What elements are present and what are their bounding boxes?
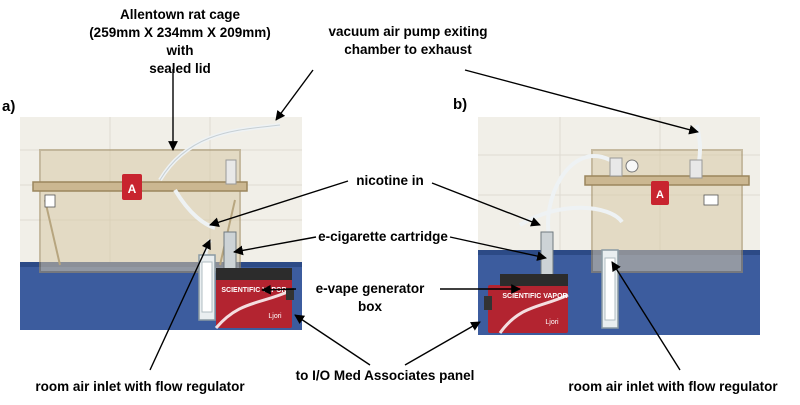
arrow-inlet-left <box>149 239 211 371</box>
vapor-brand-a: SCIENTIFIC VAPOR <box>221 287 286 294</box>
label-io-panel: to I/O Med Associates panel <box>295 368 475 383</box>
panel-label-a: a) <box>2 98 16 115</box>
arrow-generator <box>261 284 297 295</box>
vapor-maker-b: Ljori <box>545 319 559 326</box>
annotation-arrows <box>149 69 699 371</box>
vapor-box-b: SCIENTIFIC VAPOR Ljori <box>484 274 569 334</box>
flow-regulator-a <box>198 254 216 321</box>
cage-tag-b: A <box>651 181 669 205</box>
rat-cage-a <box>32 149 248 273</box>
arrow-cartridge <box>233 236 317 256</box>
arrow-io-b <box>404 321 481 366</box>
photo-b: A SCIENTIFIC VAPOR Ljori <box>478 117 760 335</box>
flow-regulator-b <box>601 249 619 329</box>
svg-text:A: A <box>656 189 664 201</box>
svg-text:A: A <box>128 182 137 196</box>
photo-a: A SCIENTIFIC VAPOR Ljori <box>20 117 302 330</box>
label-inlet-left: room air inlet with flow regulator <box>35 379 245 394</box>
arrow-io-a <box>294 314 371 366</box>
cage-tag-a: A <box>122 174 142 200</box>
label-generator: e-vape generator box <box>315 281 425 314</box>
arrow-inlet-right <box>611 261 681 371</box>
label-inlet-right: room air inlet with flow regulator <box>568 379 778 394</box>
label-cage: Allentown rat cage (259mm X 234mm X 209m… <box>89 7 271 76</box>
cartridge-b <box>540 231 554 277</box>
vapor-brand-b: SCIENTIFIC VAPOR <box>502 293 567 300</box>
vapor-box-a: SCIENTIFIC VAPOR Ljori <box>214 268 294 329</box>
label-nicotine: nicotine in <box>356 173 424 188</box>
vapor-maker-a: Ljori <box>268 313 282 320</box>
panel-label-b: b) <box>453 96 468 113</box>
arrow-pump-b <box>464 69 699 135</box>
arrow-nicotine-a <box>209 180 349 227</box>
label-cartridge: e-cigarette cartridge <box>318 229 448 244</box>
arrow-nicotine-b <box>431 182 541 227</box>
label-pump: vacuum air pump exiting chamber to exhau… <box>328 24 488 57</box>
arrow-pump-a <box>275 69 314 121</box>
arrow-cartridge-b <box>449 236 547 261</box>
